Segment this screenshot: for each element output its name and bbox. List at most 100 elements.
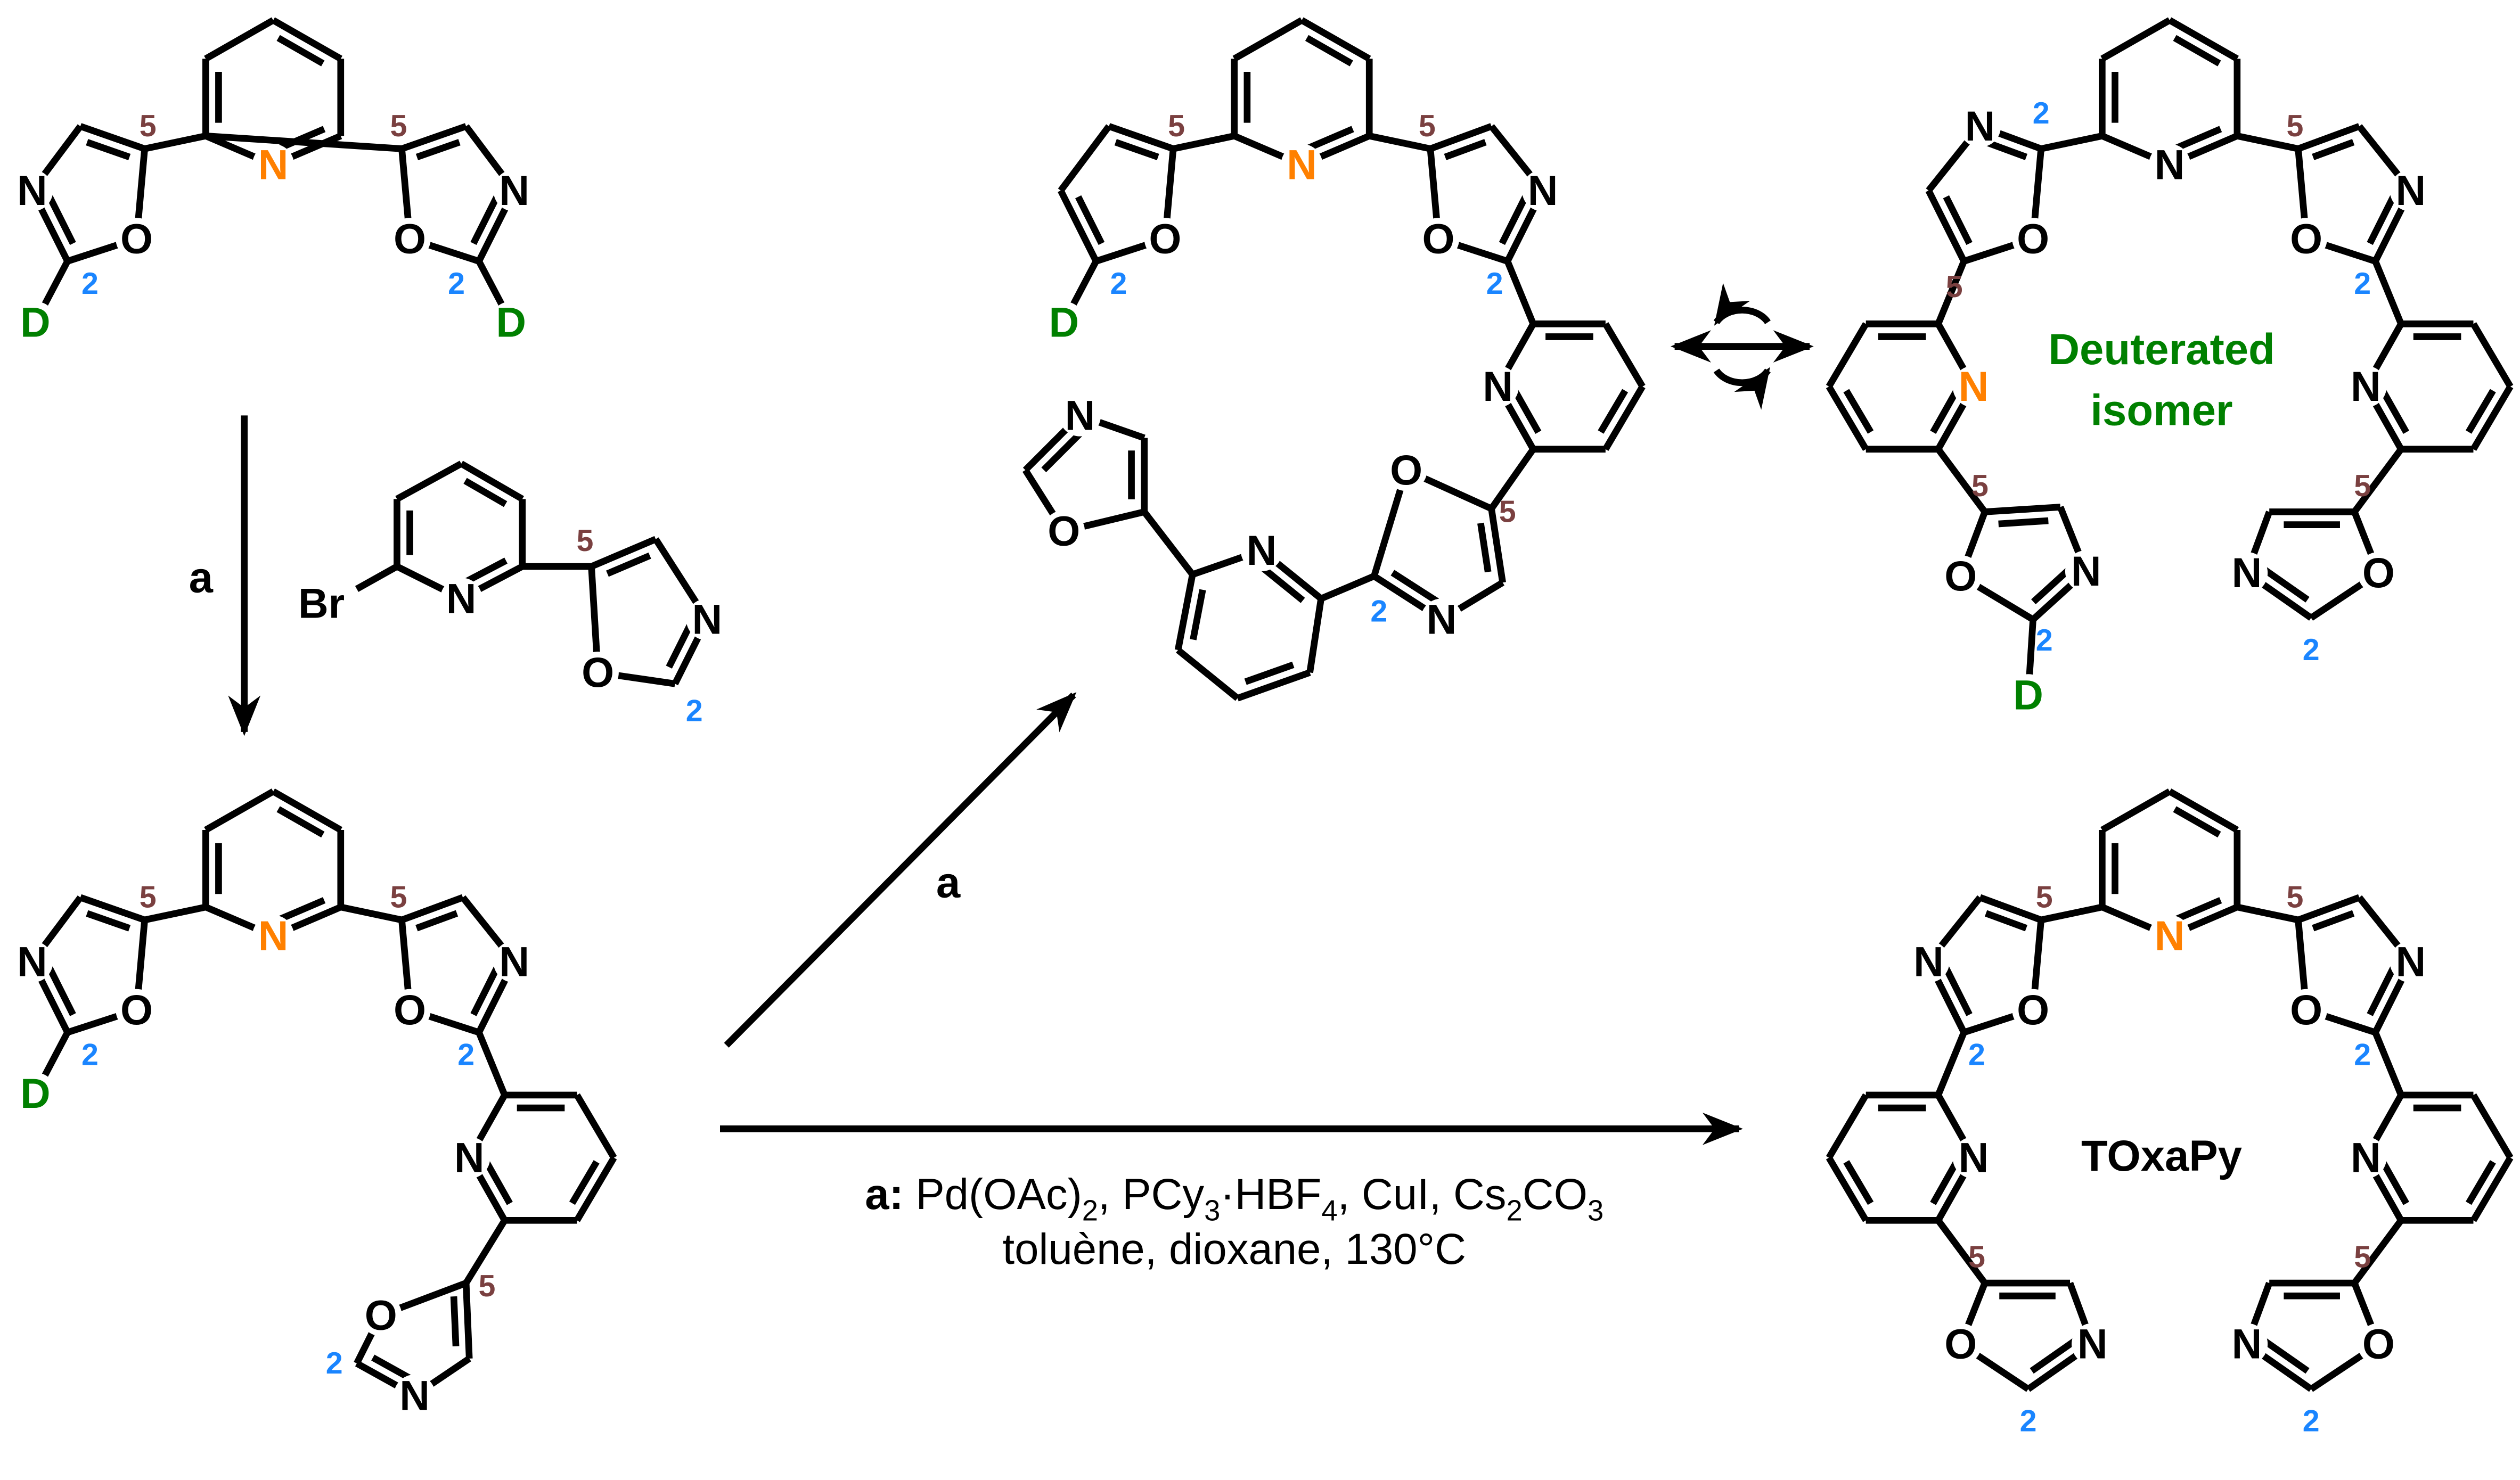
pyridine-nitrogen: N <box>1959 1134 1989 1181</box>
bond <box>1935 1218 1988 1285</box>
bond <box>2100 788 2172 833</box>
atom-background <box>1240 529 1283 572</box>
subscript: 3 <box>1204 1194 1220 1227</box>
position-label-two: 2 <box>1968 1038 1985 1072</box>
bond <box>1978 894 2042 923</box>
bond <box>1826 1093 1869 1160</box>
deuterium-label: D <box>2013 672 2043 719</box>
atom-background <box>2012 218 2054 260</box>
bond <box>371 1354 413 1382</box>
bond <box>1925 189 1967 263</box>
atom-background <box>116 218 158 260</box>
atom-N: N <box>446 575 477 622</box>
deuterium-label: D <box>20 1070 51 1117</box>
atom-background <box>1908 941 1950 983</box>
atom-O: O <box>1390 447 1422 494</box>
atom-background <box>2226 1323 2268 1365</box>
atom-background <box>1959 105 2001 147</box>
bond <box>1843 389 1874 434</box>
bond <box>2470 322 2514 389</box>
bond <box>271 788 342 833</box>
bond <box>1305 35 1353 67</box>
bond <box>1943 966 1973 1016</box>
conditions-prefix: a: <box>865 1170 903 1219</box>
bond <box>1843 1160 1874 1205</box>
atom-background <box>1059 394 1101 437</box>
position-label-two: 2 <box>686 694 703 728</box>
atom-background <box>252 144 294 186</box>
bond <box>1244 661 1295 685</box>
atom-background <box>440 578 482 620</box>
reagent: Pd(OAc) <box>915 1170 1082 1219</box>
atom-background <box>493 941 535 983</box>
bond <box>1041 431 1083 473</box>
atom-O: O <box>1422 215 1454 262</box>
atom-N: N <box>17 167 47 214</box>
atom-N: N <box>1965 103 1995 150</box>
bond <box>2031 567 2071 605</box>
position-label-two: 2 <box>2354 267 2371 301</box>
bond <box>1174 573 1196 651</box>
position-label-five: 5 <box>2354 1240 2371 1275</box>
bond <box>1935 1031 1967 1097</box>
bond <box>1598 389 1629 434</box>
atom-background <box>448 1137 490 1179</box>
bond <box>459 461 524 502</box>
bond <box>86 139 131 161</box>
bond <box>415 910 459 932</box>
bond <box>470 966 500 1016</box>
atom-background <box>1385 449 1427 491</box>
bond <box>46 966 76 1016</box>
bond <box>1300 17 1371 62</box>
atom-background <box>1281 144 1323 186</box>
bond <box>278 126 326 152</box>
atom-N: N <box>499 938 529 985</box>
position-label-five: 5 <box>140 881 157 915</box>
bromine-label: Br <box>298 580 345 627</box>
subscript: 2 <box>1507 1194 1523 1227</box>
atom-background <box>2226 552 2268 594</box>
bond <box>1075 195 1105 245</box>
atom-background <box>490 301 532 343</box>
position-label-two: 2 <box>448 267 465 301</box>
bond <box>2167 17 2239 62</box>
atom-N: N <box>1427 596 1457 643</box>
atom-N: N <box>1247 527 1277 574</box>
bond <box>569 1160 600 1205</box>
bond <box>144 133 207 152</box>
atom-background <box>2065 550 2107 593</box>
pyridine-nitrogen: N <box>2155 912 2185 959</box>
bond <box>1826 1156 1869 1222</box>
atom-background <box>1417 218 1460 260</box>
bond <box>1512 389 1542 434</box>
bond <box>470 195 500 245</box>
conditions-line-2: toluène, dioxane, 130°C <box>1002 1225 1466 1273</box>
bond <box>574 1156 617 1222</box>
atom-N: N <box>2395 167 2426 214</box>
bond <box>1984 504 2061 515</box>
atom-background <box>1043 510 1085 552</box>
bond <box>1172 133 1236 152</box>
position-label-two: 2 <box>81 267 99 301</box>
position-label-five: 5 <box>1968 1240 1985 1275</box>
bond <box>415 139 461 161</box>
atom-background <box>300 582 342 624</box>
position-label-five: 5 <box>1499 495 1516 529</box>
atom-O: O <box>2017 215 2049 262</box>
bond <box>1307 126 1354 152</box>
position-label-two: 2 <box>2036 623 2053 657</box>
position-label-five: 5 <box>1419 109 1436 143</box>
position-label-five: 5 <box>140 109 157 143</box>
bond <box>2263 1338 2310 1374</box>
atom-O: O <box>1149 215 1181 262</box>
bond <box>271 17 342 62</box>
atom-background <box>1952 365 1995 408</box>
bond <box>1368 133 1431 152</box>
atom-background <box>2345 365 2387 408</box>
atom-background <box>2390 169 2432 212</box>
atom-N: N <box>1065 392 1095 439</box>
atom-N: N <box>2071 548 2101 595</box>
atom-background <box>1521 169 1564 212</box>
position-label-two: 2 <box>2303 633 2320 667</box>
